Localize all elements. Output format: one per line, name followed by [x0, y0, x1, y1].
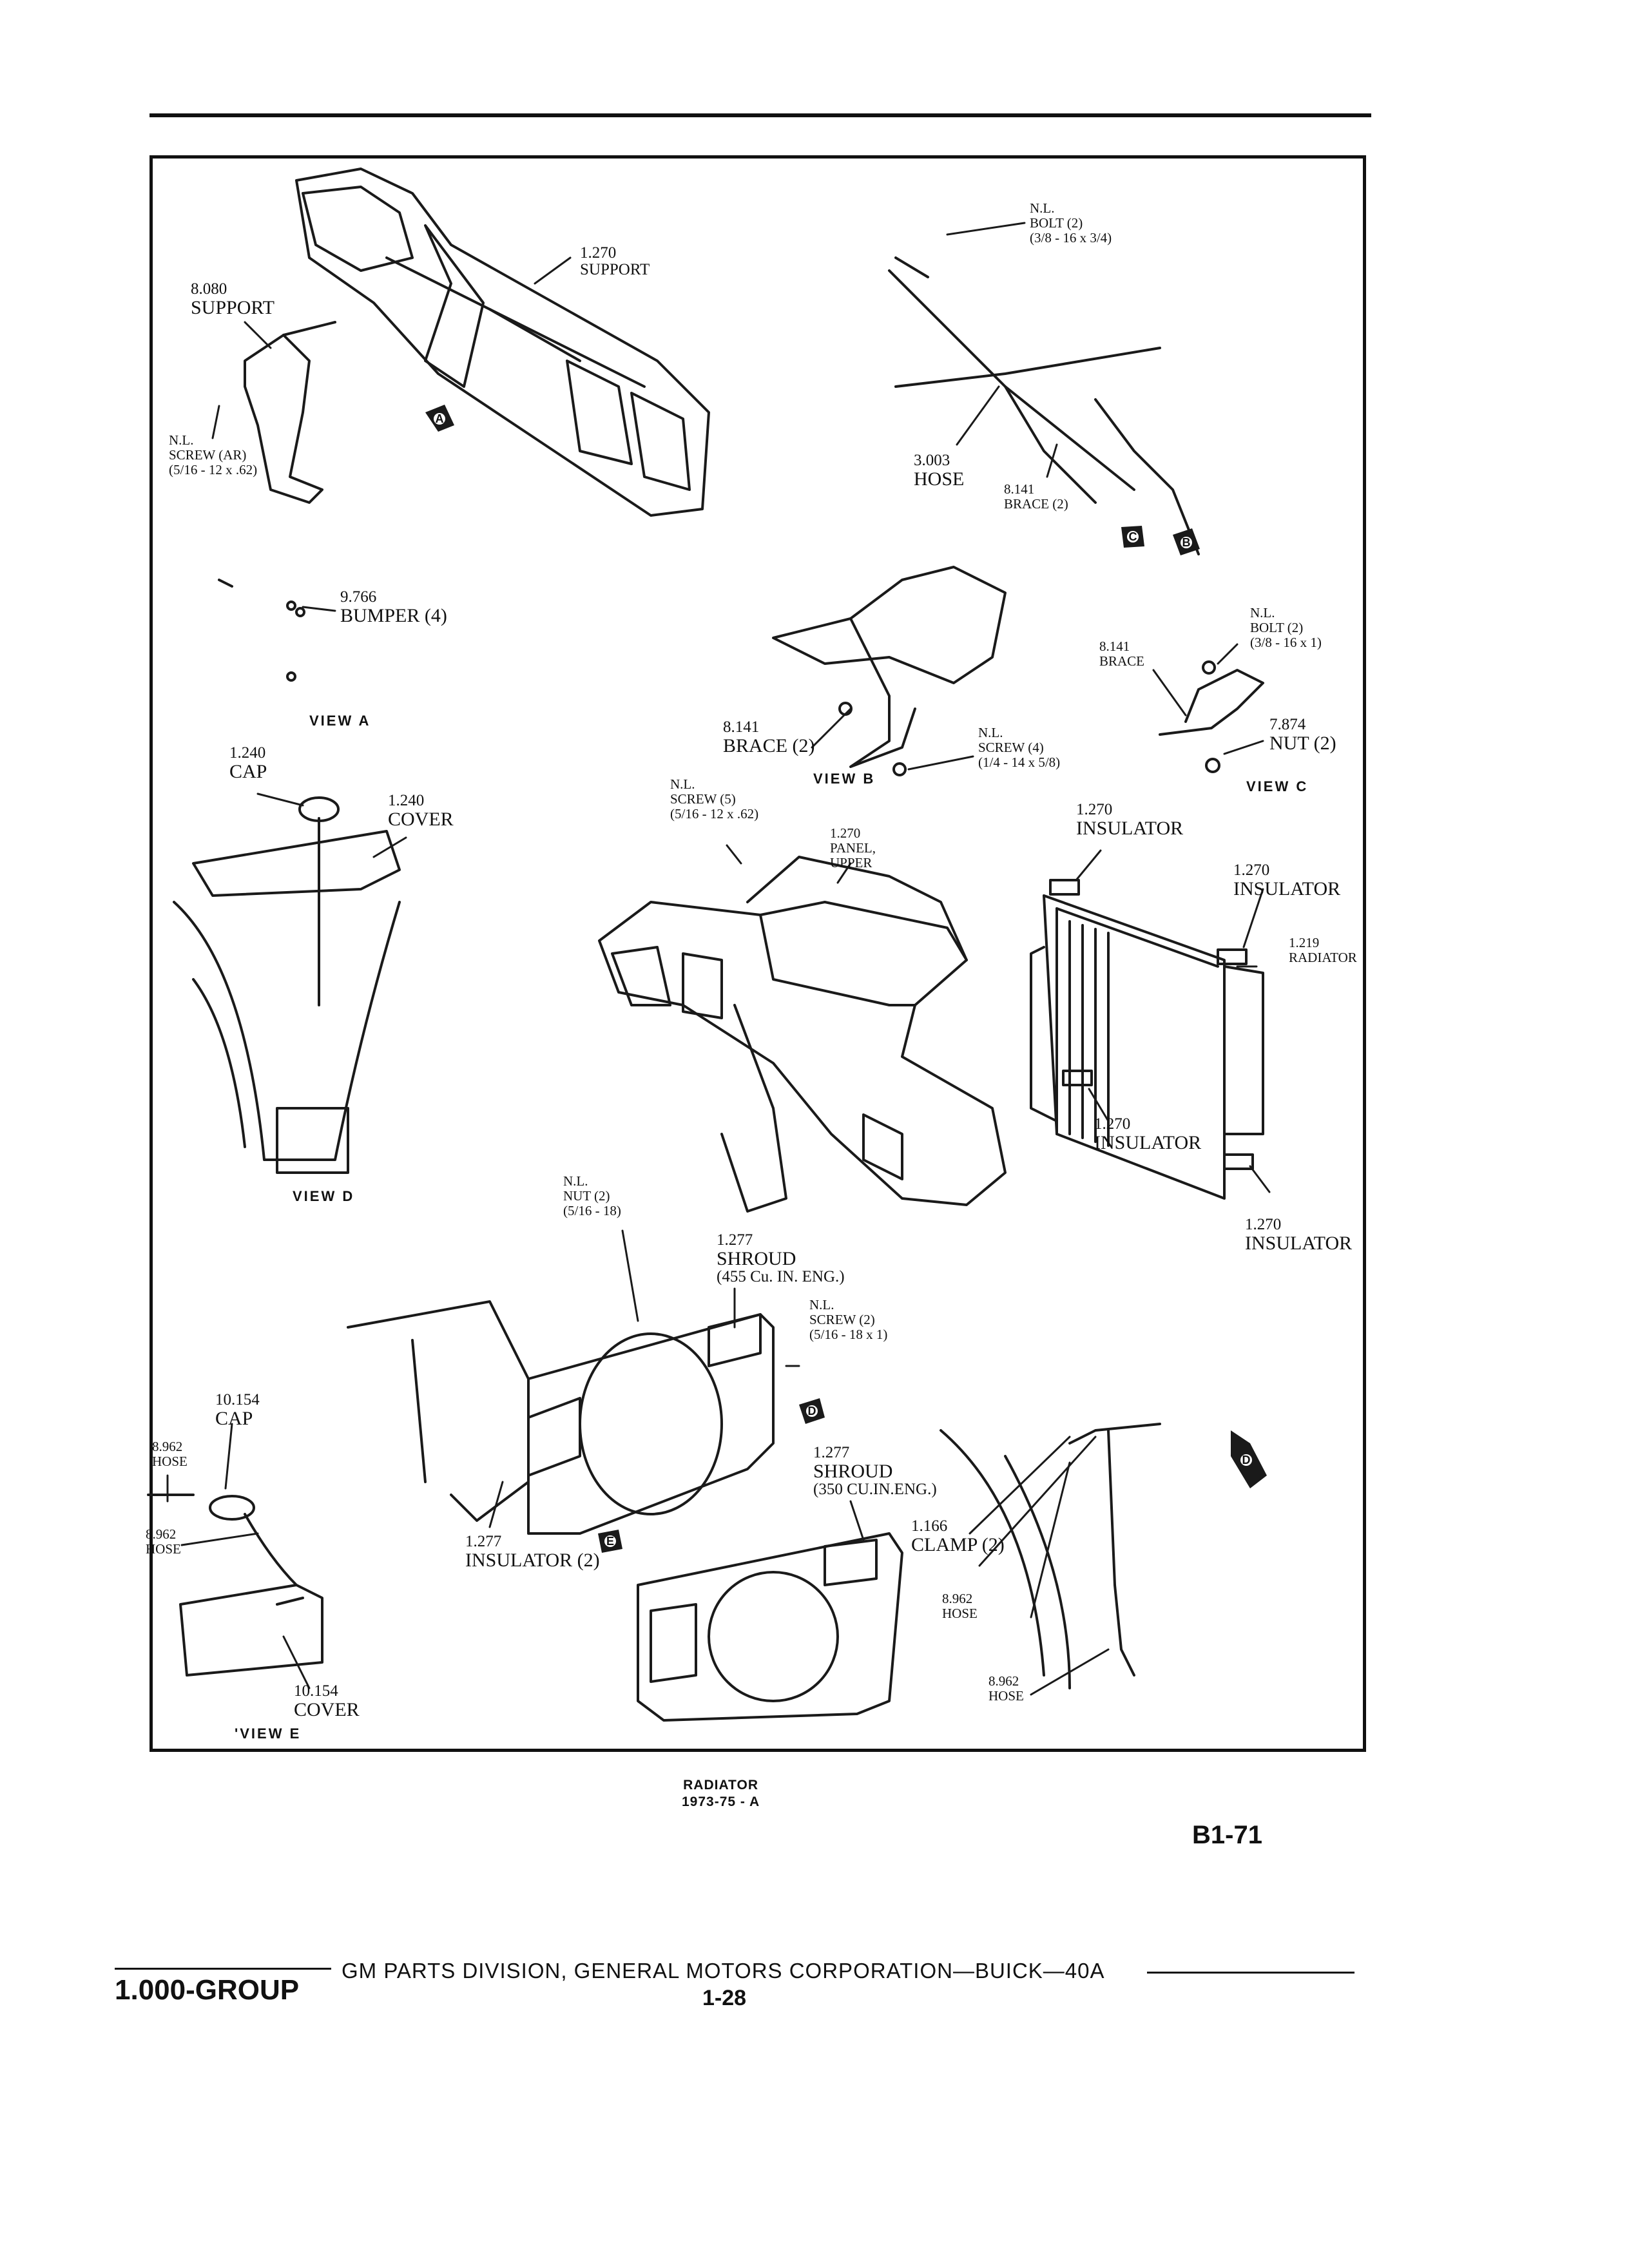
- marker-e-icon: E: [598, 1530, 622, 1553]
- view-e-title: 'VIEW E: [235, 1725, 302, 1742]
- shroud-455-illustration: [347, 1300, 775, 1535]
- svg-text:D: D: [1242, 1454, 1251, 1466]
- svg-text:E: E: [606, 1535, 614, 1548]
- callout-screw-2: N.L.SCREW (2)(5/16 - 18 x 1): [809, 1297, 888, 1342]
- svg-text:C: C: [1129, 530, 1137, 543]
- view-markers: A B C D D E: [425, 405, 1267, 1553]
- group-label: 1.000-GROUP: [115, 1974, 300, 2006]
- radiator-support-illustration: [295, 168, 710, 517]
- diagram-caption: RADIATOR 1973-75 - A: [682, 1777, 760, 1811]
- callout-nut-nl: N.L.NUT (2)(5/16 - 18): [563, 1173, 621, 1218]
- radiator-illustration: [1030, 879, 1264, 1200]
- marker-a-icon: A: [425, 405, 454, 432]
- view-d-title: VIEW D: [293, 1188, 355, 1204]
- view-a-illustration: [218, 579, 305, 682]
- callout-screw-5: N.L.SCREW (5)(5/16 - 12 x .62): [670, 776, 759, 822]
- page-code: B1-71: [1192, 1821, 1262, 1849]
- view-c-illustration: [1159, 660, 1264, 773]
- callout-screw-ar: N.L.SCREW (AR)(5/16 - 12 x .62): [169, 432, 258, 477]
- view-c-title: VIEW C: [1246, 778, 1309, 794]
- marker-d-icon: D D: [799, 1398, 1267, 1488]
- view-d-illustration: [173, 796, 401, 1174]
- view-e-illustration: [147, 1494, 323, 1677]
- callout-bolt-top: N.L.BOLT (2)(3/8 - 16 x 3/4): [1030, 200, 1112, 245]
- footer-rule-right: [1147, 1972, 1354, 1974]
- header-rule: [149, 113, 1371, 117]
- caption-code: 1973-75 - A: [682, 1794, 760, 1809]
- svg-text:B: B: [1182, 536, 1191, 549]
- view-a-title: VIEW A: [309, 713, 371, 729]
- marker-b-icon: B: [1173, 528, 1200, 555]
- marker-c-icon: C: [1121, 526, 1144, 548]
- callout-screw-view-b: N.L.SCREW (4)(1/4 - 14 x 5/8): [978, 725, 1061, 770]
- division-label: GM PARTS DIVISION, GENERAL MOTORS CORPOR…: [342, 1959, 1105, 1983]
- svg-text:A: A: [436, 412, 444, 425]
- side-support-illustration: [244, 321, 336, 504]
- view-b-title: VIEW B: [813, 771, 876, 787]
- diagram-frame: [149, 155, 1366, 1752]
- caption-title: RADIATOR: [683, 1778, 758, 1792]
- leader-lines: [166, 222, 1271, 1696]
- hose-routing-illustration: [940, 1423, 1161, 1689]
- svg-text:D: D: [808, 1405, 816, 1418]
- callout-bolt-view-c: N.L.BOLT (2)(3/8 - 16 x 1): [1250, 605, 1322, 650]
- upper-panel-illustration: [598, 856, 1007, 1213]
- shroud-350-illustration: [637, 1532, 903, 1722]
- footer-rule-left: [115, 1968, 331, 1970]
- brace-assembly-illustration: [888, 256, 1200, 555]
- page-number: 1-28: [702, 1986, 747, 2010]
